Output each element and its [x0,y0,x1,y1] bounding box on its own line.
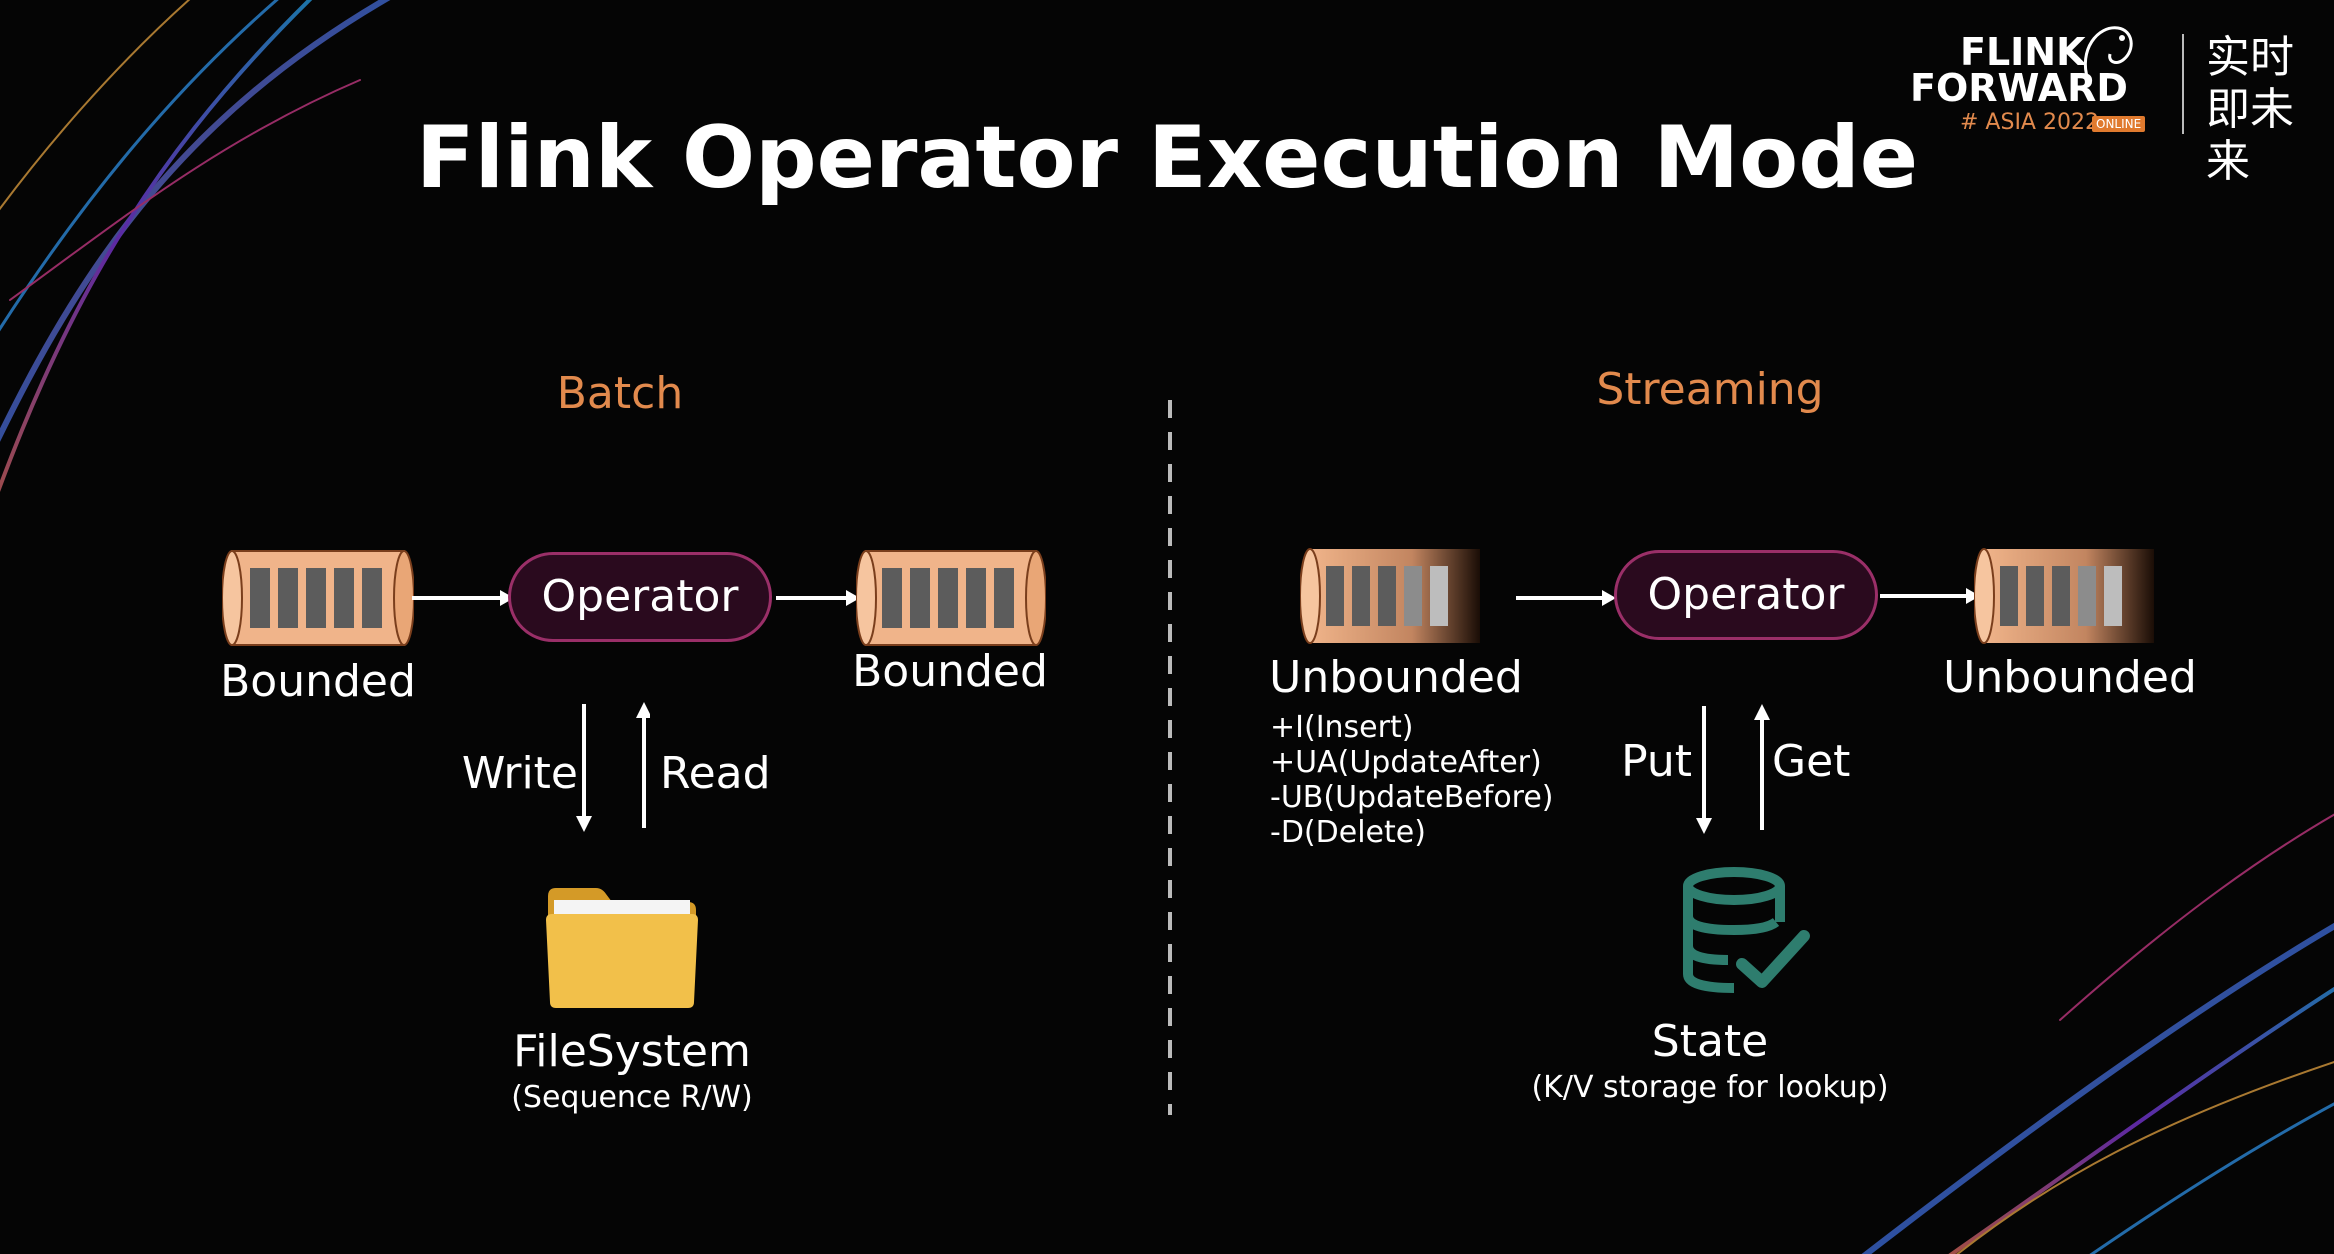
logo-line2: FORWARD [1910,66,2128,110]
stream-arrow-in [1516,590,1616,606]
stream-put-get-arrows [1696,704,1770,834]
stream-operator: Operator [1614,550,1878,640]
batch-write-read-arrows [576,702,650,832]
batch-heading: Batch [556,368,684,419]
logo-line3: # ASIA 2022 [1960,110,2099,135]
stream-put-label: Put [1621,736,1692,787]
batch-write-label: Write [461,748,578,799]
batch-storage-label: FileSystem [513,1026,751,1077]
batch-read-label: Read [660,748,771,799]
page-title: Flink Operator Execution Mode [415,108,1919,208]
stream-input-queue-icon [1300,548,1480,644]
section-divider [1168,400,1172,1115]
stream-arrow-out [1880,588,1980,604]
logo-line1: FLINK [1960,30,2086,74]
logo-chinese: 实时即未来 [2206,32,2294,187]
changelog-item: -UB(UpdateBefore) [1270,780,1554,815]
changelog-item: +I(Insert) [1270,710,1414,745]
stream-output-queue-icon [1974,548,2154,644]
stream-storage-sub: (K/V storage for lookup) [1531,1070,1889,1105]
stream-storage-label: State [1651,1016,1769,1067]
logo-divider [2182,34,2184,134]
database-check-icon [1683,867,1810,993]
batch-output-label: Bounded [852,646,1048,697]
streaming-heading: Streaming [1596,364,1824,415]
squirrel-icon [2078,20,2138,94]
folder-icon [546,888,698,1008]
stream-output-label: Unbounded [1943,652,2197,703]
batch-operator: Operator [508,552,772,642]
batch-input-label: Bounded [220,656,416,707]
flink-forward-logo: FLINK FORWARD # ASIA 2022 ONLINE 实时即未来 [1900,20,2320,187]
batch-output-queue-icon [856,550,1046,646]
stream-input-label: Unbounded [1269,652,1523,703]
batch-input-queue-icon [222,550,414,646]
changelog-item: +UA(UpdateAfter) [1270,745,1542,780]
changelog-list: +I(Insert) +UA(UpdateAfter) -UB(UpdateBe… [1270,710,1554,850]
batch-storage-sub: (Sequence R/W) [511,1080,753,1115]
batch-arrow-out [776,590,860,606]
stream-get-label: Get [1772,736,1851,787]
changelog-item: -D(Delete) [1270,815,1426,850]
batch-arrow-in [412,590,514,606]
logo-badge: ONLINE [2092,116,2146,132]
